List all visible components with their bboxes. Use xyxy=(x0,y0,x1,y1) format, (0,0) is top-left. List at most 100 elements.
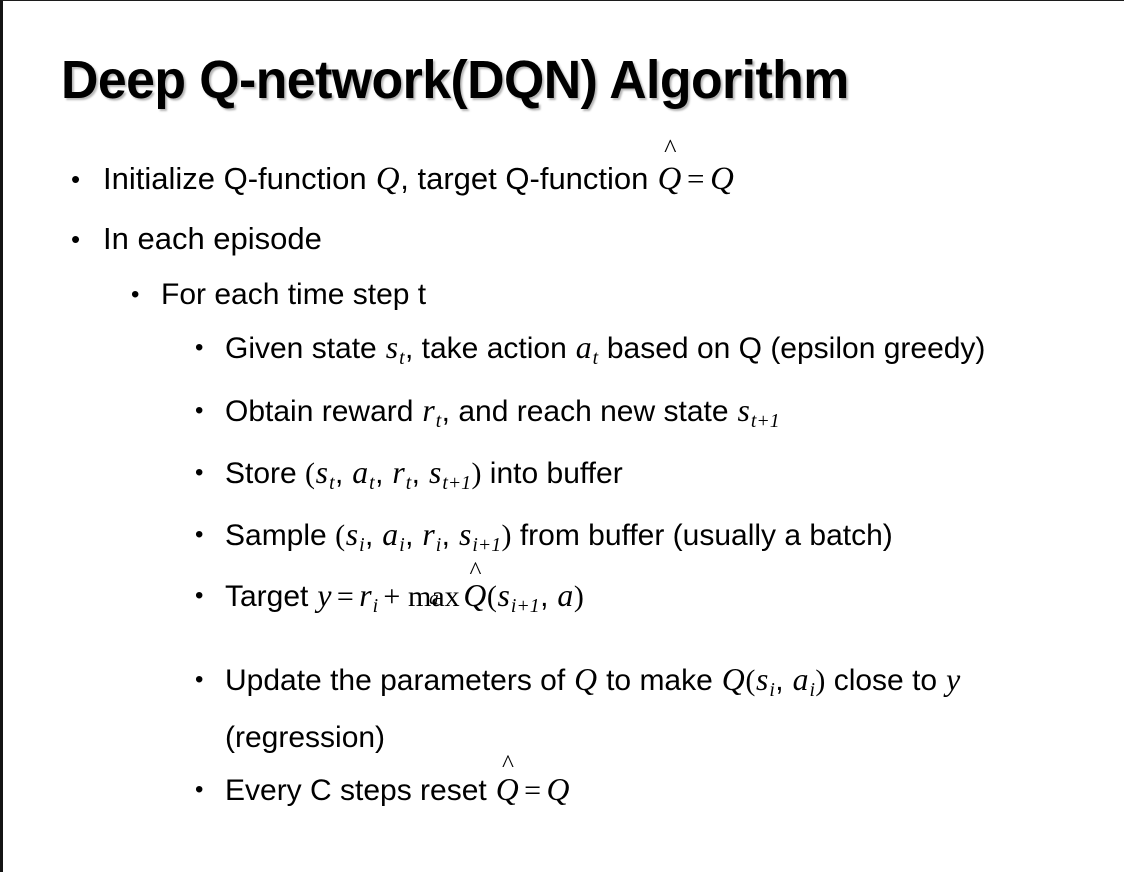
math-max-limit: a xyxy=(429,588,439,610)
text-fragment: Sample xyxy=(225,518,336,552)
text-fragment: , xyxy=(540,579,557,613)
math-q1: Q xyxy=(574,661,598,697)
bullet-dot-icon: • xyxy=(195,520,204,548)
text-fragment: , take action xyxy=(404,332,576,365)
math-close-paren: ) xyxy=(501,518,512,552)
math-q-hat: ^Q xyxy=(463,558,487,621)
list-item-text: Given state st, take action at based on … xyxy=(225,324,1097,382)
page-title: Deep Q-network(DQN) Algorithm xyxy=(61,50,849,110)
math-symbol: Q xyxy=(463,577,487,613)
text-fragment: Every C steps reset xyxy=(225,773,496,807)
math-a1: a xyxy=(352,454,369,490)
text-fragment: Update the parameters of xyxy=(225,663,574,697)
bullet-dot-icon: • xyxy=(71,164,81,194)
math-s2: s xyxy=(428,454,442,490)
math-y: y xyxy=(317,577,332,613)
math-s2-subscript: i+1 xyxy=(472,533,502,556)
math-s: s xyxy=(385,330,399,365)
math-symbol: Q xyxy=(495,771,519,807)
math-q-hat: ^Q xyxy=(495,750,519,815)
math-a: a xyxy=(792,661,809,697)
math-a1: a xyxy=(382,516,399,552)
text-fragment: Target xyxy=(225,579,317,613)
text-fragment: , target Q-function xyxy=(400,161,658,196)
math-s: s xyxy=(737,392,750,428)
list-item-given-state: • Given state st, take action at based o… xyxy=(3,321,1124,385)
bullet-dot-icon: • xyxy=(195,396,204,424)
math-a: a xyxy=(557,577,574,613)
math-a: a xyxy=(575,330,592,365)
text-fragment: , xyxy=(775,663,792,697)
bullet-dot-icon: • xyxy=(195,581,204,609)
list-item-sample-batch: • Sample (si, ai, ri, si+1) from buffer … xyxy=(3,509,1124,571)
math-r1-subscript: i xyxy=(435,533,442,556)
math-y: y xyxy=(946,661,961,697)
math-s2-subscript: t+1 xyxy=(442,471,472,494)
text-fragment: , xyxy=(364,518,382,552)
list-item-text: Update the parameters of Q to make Q(si,… xyxy=(225,656,1097,761)
math-close-paren: ) xyxy=(573,579,584,613)
math-s1: s xyxy=(345,516,359,552)
text-fragment: Given state xyxy=(225,332,386,365)
hat-accent-icon: ^ xyxy=(469,556,482,586)
math-q: Q xyxy=(375,161,400,197)
text-fragment: into buffer xyxy=(481,456,623,490)
text-fragment: , xyxy=(405,518,422,552)
bullet-dot-icon: • xyxy=(195,775,204,803)
math-open-paren: ( xyxy=(335,518,346,552)
text-fragment: , xyxy=(441,518,459,552)
math-a1-subscript: t xyxy=(369,471,375,494)
math-r1: r xyxy=(392,454,405,490)
math-s1-subscript: i xyxy=(359,533,365,556)
math-max-label: max xyxy=(408,579,460,613)
math-equals: = xyxy=(687,161,705,196)
math-s: s xyxy=(755,661,769,697)
math-a1-subscript: i xyxy=(399,533,405,556)
text-fragment: (regression) xyxy=(225,720,386,754)
math-r-subscript: i xyxy=(372,594,379,617)
math-s1-subscript: t xyxy=(329,471,335,494)
list-item-store-transition: • Store (st, at, rt, st+1) into buffer xyxy=(3,447,1124,509)
math-r-subscript: t xyxy=(435,409,442,432)
math-q-hat: ^Q xyxy=(657,135,682,209)
math-s-subscript: i+1 xyxy=(510,594,540,617)
text-fragment: , xyxy=(375,456,392,490)
math-a-subscript: t xyxy=(592,346,599,369)
text-fragment: , xyxy=(411,456,429,490)
text-fragment: close to xyxy=(825,663,946,697)
math-open-paren: ( xyxy=(745,663,756,697)
text-fragment: from buffer (usually a batch) xyxy=(511,518,893,552)
math-r1: r xyxy=(422,516,435,552)
text-fragment: based on Q (epsilon greedy) xyxy=(598,332,986,365)
math-r1-subscript: t xyxy=(405,471,412,494)
math-symbol: Q xyxy=(657,161,682,197)
math-close-paren: ) xyxy=(471,456,482,490)
math-equals: = xyxy=(336,579,354,613)
list-item-obtain-reward: • Obtain reward rt, and reach new state … xyxy=(3,385,1124,447)
text-fragment: Initialize Q-function xyxy=(103,161,376,196)
math-r: r xyxy=(422,392,435,428)
text-fragment: to make xyxy=(597,663,722,697)
bullet-dot-icon: • xyxy=(131,281,140,308)
math-s2: s xyxy=(458,516,472,552)
bullet-dot-icon: • xyxy=(71,224,81,254)
math-equals: = xyxy=(524,773,542,807)
math-s1: s xyxy=(315,454,329,490)
list-item-text: For each time step t xyxy=(161,278,427,311)
list-item-text: Obtain reward rt, and reach new state st… xyxy=(225,385,1097,447)
math-s-subscript: t+1 xyxy=(750,409,780,432)
math-close-paren: ) xyxy=(815,663,826,697)
list-item-for-each-time-step: • For each time step t xyxy=(3,269,1124,321)
math-open-paren: ( xyxy=(305,456,316,490)
math-q: Q xyxy=(546,771,570,807)
math-open-paren: ( xyxy=(486,579,497,613)
list-item-text: Initialize Q-function Q, target Q-functi… xyxy=(103,135,1124,209)
list-item-reset-target-network: • Every C steps reset ^Q=Q xyxy=(3,750,1124,816)
math-q2: Q xyxy=(721,661,745,697)
text-fragment: Obtain reward xyxy=(225,394,422,428)
math-s-subscript: t xyxy=(399,346,405,369)
list-item-text: Store (st, at, rt, st+1) into buffer xyxy=(225,447,1097,509)
